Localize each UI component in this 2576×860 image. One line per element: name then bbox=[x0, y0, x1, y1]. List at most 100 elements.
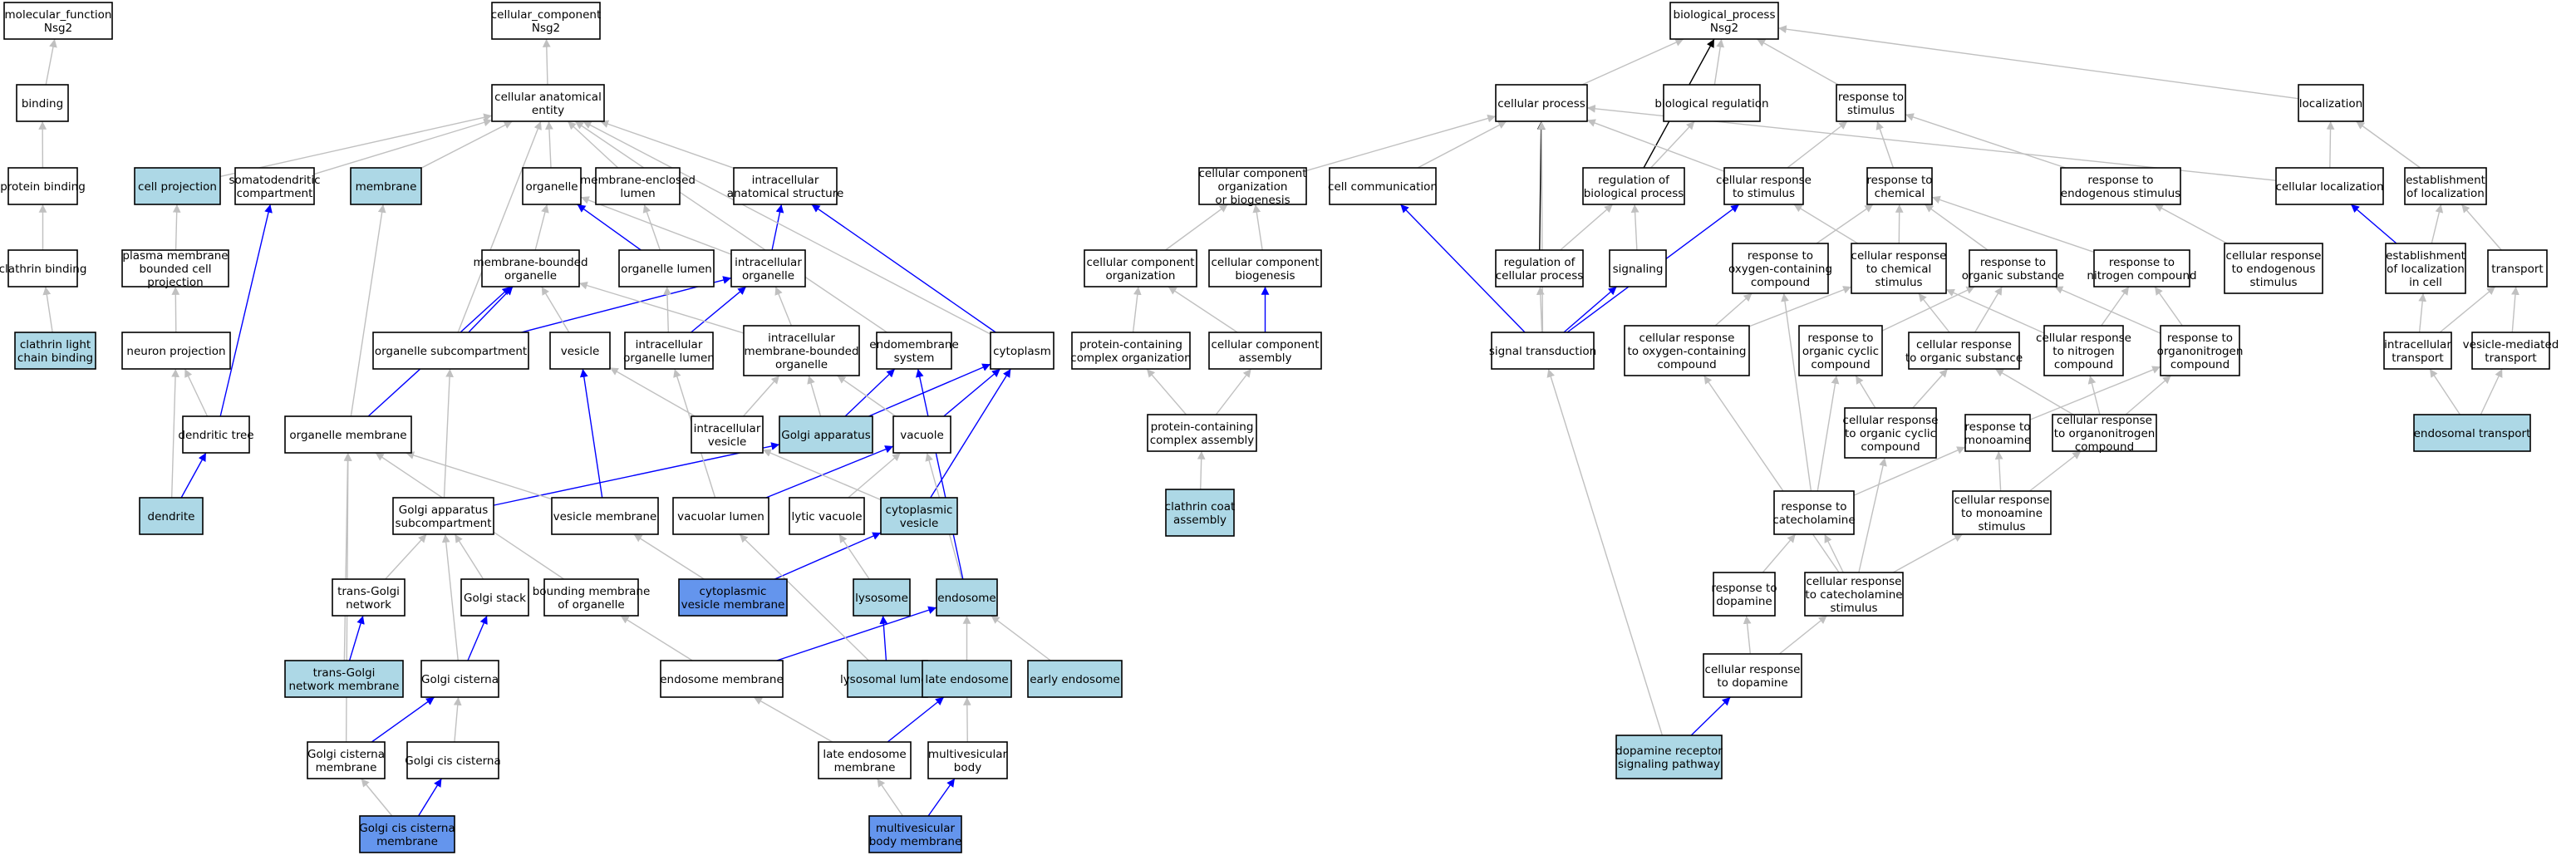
go-term-node-signaling[interactable]: signaling bbox=[1609, 249, 1667, 287]
go-term-node-transport[interactable]: transport bbox=[2487, 249, 2548, 287]
go-term-node-clathbind[interactable]: clathrin binding bbox=[0, 249, 86, 287]
go-term-node-cellcomm[interactable]: cell communication bbox=[1328, 167, 1438, 205]
go-term-node-lysolumen[interactable]: lysosomal lumen bbox=[840, 660, 935, 698]
node-box bbox=[2404, 167, 2487, 205]
go-term-node-golgistack[interactable]: Golgi stack bbox=[460, 578, 529, 617]
go-term-node-vesmem[interactable]: vesicle membrane bbox=[551, 497, 659, 535]
go-term-node-cellproj[interactable]: cell projection bbox=[134, 167, 221, 205]
go-term-node-localization[interactable]: localization bbox=[2298, 84, 2364, 122]
go-term-node-bioreg[interactable]: biological regulation bbox=[1654, 84, 1769, 122]
go-term-node-neuronproj[interactable]: neuron projection bbox=[121, 332, 231, 370]
go-term-node-endotrans[interactable]: endosomal transport bbox=[2413, 414, 2531, 452]
go-term-node-sigtrans[interactable]: signal transduction bbox=[1489, 332, 1596, 370]
go-term-node-dendrite[interactable]: dendrite bbox=[139, 497, 204, 535]
go-term-node-membrane[interactable]: membrane bbox=[350, 167, 422, 205]
go-term-node-golgicist[interactable]: Golgi cisterna bbox=[420, 660, 499, 698]
go-term-node-cytoplasm[interactable]: cytoplasm bbox=[990, 332, 1054, 370]
go-term-node-cellproc[interactable]: cellular process bbox=[1495, 84, 1588, 122]
go-term-node-vesicle[interactable]: vesicle bbox=[549, 332, 611, 370]
go-term-node-endosomemem[interactable]: endosome membrane bbox=[660, 660, 784, 698]
go-term-node-golgiciscist[interactable]: Golgi cis cisterna bbox=[405, 741, 501, 779]
go-term-node-golgi[interactable]: Golgi apparatus bbox=[779, 415, 873, 454]
go-term-node-cellloc[interactable]: cellular localization bbox=[2275, 167, 2384, 205]
go-term-node-orglumen[interactable]: organelle lumen bbox=[618, 249, 715, 287]
go-term-node-vacuole[interactable]: vacuole bbox=[892, 415, 951, 454]
go-term-node-lysosome[interactable]: lysosome bbox=[853, 578, 911, 617]
go-term-node-lyticvac[interactable]: lytic vacuole bbox=[789, 497, 865, 535]
go-term-node-orgsub[interactable]: organelle subcompartment bbox=[372, 332, 529, 370]
go-term-node-endosome[interactable]: endosome bbox=[936, 578, 998, 617]
go-term-node-binding[interactable]: binding bbox=[16, 84, 69, 122]
go-term-node-dendtree[interactable]: dendritic tree bbox=[178, 415, 254, 454]
go-term-node-vaclumen[interactable]: vacuolar lumen bbox=[672, 497, 769, 535]
go-term-node-lateendo[interactable]: late endosome bbox=[922, 660, 1012, 698]
go-term-node-organelle[interactable]: organelle bbox=[522, 167, 582, 205]
go-term-node-protbind[interactable]: protein binding bbox=[0, 167, 86, 205]
go-term-node-orgmem[interactable]: organelle membrane bbox=[284, 415, 412, 454]
go-term-node-earlyendo[interactable]: early endosome bbox=[1027, 660, 1123, 698]
